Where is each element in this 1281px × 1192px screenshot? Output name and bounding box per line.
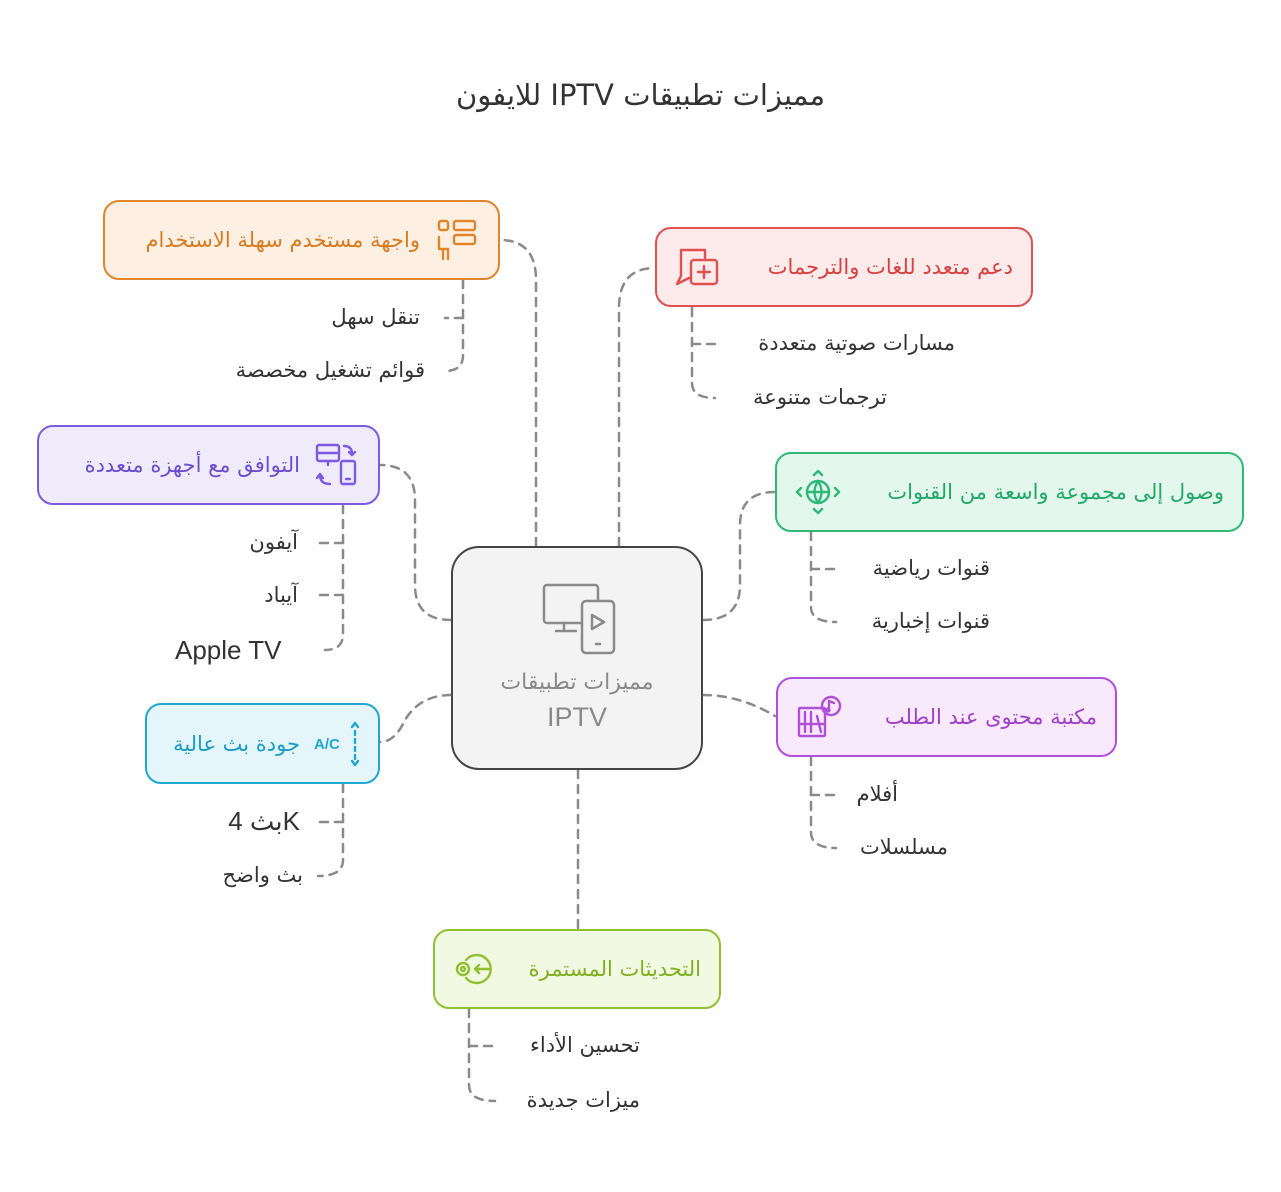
update-arrow-icon	[453, 946, 499, 992]
chat-add-icon	[675, 244, 721, 290]
branch-compat-item-3: Apple TV	[175, 635, 282, 665]
link-languages	[617, 266, 657, 548]
link-ui-items	[443, 278, 465, 373]
branch-quality-label: جودة بث عالية	[173, 731, 300, 756]
branch-compat-item-2: آيباد	[264, 583, 298, 607]
link-updates-items	[467, 1007, 497, 1103]
branch-channels-item-1: قنوات رياضية	[872, 556, 990, 580]
branch-languages: دعم متعدد للغات والترجمات	[655, 227, 1033, 307]
branch-quality-item-2: بث واضح	[222, 863, 303, 887]
branch-vod-label: مكتبة محتوى عند الطلب	[884, 705, 1097, 729]
branch-updates-label: التحديثات المستمرة	[528, 957, 701, 981]
branch-compat: التوافق مع أجهزة متعددة	[37, 425, 380, 505]
branch-ui-item-2: قوائم تشغيل مخصصة	[235, 358, 425, 382]
branch-languages-item-1: مسارات صوتية متعددة	[758, 331, 955, 355]
media-library-icon	[796, 694, 842, 740]
link-compat	[378, 463, 453, 622]
link-compat-items	[323, 503, 345, 652]
branch-updates-item-1: تحسين الأداء	[529, 1033, 640, 1057]
branch-languages-label: دعم متعدد للغات والترجمات	[767, 255, 1013, 279]
central-topic: مميزات تطبيقات IPTV	[451, 546, 703, 770]
branch-vod-item-2: مسلسلات	[860, 835, 948, 859]
branch-languages-item-2: ترجمات متنوعة	[753, 385, 887, 409]
quality-toggle-icon: A/C	[314, 721, 360, 767]
link-quality-items	[316, 782, 345, 878]
branch-quality-item-1: بث 4K	[228, 806, 300, 836]
globe-icon	[795, 469, 841, 515]
branch-ui-item-1: تنقل سهل	[331, 305, 420, 329]
devices-play-icon	[542, 583, 616, 655]
device-sync-icon	[314, 442, 360, 488]
branch-updates: التحديثات المستمرة	[433, 929, 721, 1009]
branch-vod: مكتبة محتوى عند الطلب	[776, 677, 1117, 757]
link-channels-items	[809, 530, 838, 624]
user-layout-icon	[434, 217, 480, 263]
link-quality	[378, 693, 453, 744]
central-label-line2: IPTV	[546, 702, 607, 732]
branch-vod-item-1: أفلام	[856, 782, 898, 806]
link-ui	[498, 238, 538, 548]
branch-updates-item-2: ميزات جديدة	[526, 1088, 640, 1112]
link-channels	[701, 490, 777, 622]
link-vod-items	[809, 755, 838, 850]
branch-channels: وصول إلى مجموعة واسعة من القنوات	[775, 452, 1244, 532]
central-label-line1: مميزات تطبيقات	[500, 670, 654, 695]
branch-compat-item-1: آيفون	[249, 530, 298, 554]
link-languages-items	[690, 306, 717, 400]
branch-ui: واجهة مستخدم سهلة الاستخدام	[103, 200, 500, 280]
svg-text:A/C: A/C	[314, 736, 340, 753]
branch-compat-label: التوافق مع أجهزة متعددة	[84, 453, 300, 477]
branch-channels-item-2: قنوات إخبارية	[871, 609, 990, 633]
branch-channels-label: وصول إلى مجموعة واسعة من القنوات	[887, 480, 1224, 504]
branch-ui-label: واجهة مستخدم سهلة الاستخدام	[145, 228, 420, 252]
link-vod	[701, 693, 777, 718]
diagram-title: للايفون IPTV مميزات تطبيقات	[456, 78, 825, 112]
branch-quality: جودة بث عالية A/C	[145, 703, 380, 784]
